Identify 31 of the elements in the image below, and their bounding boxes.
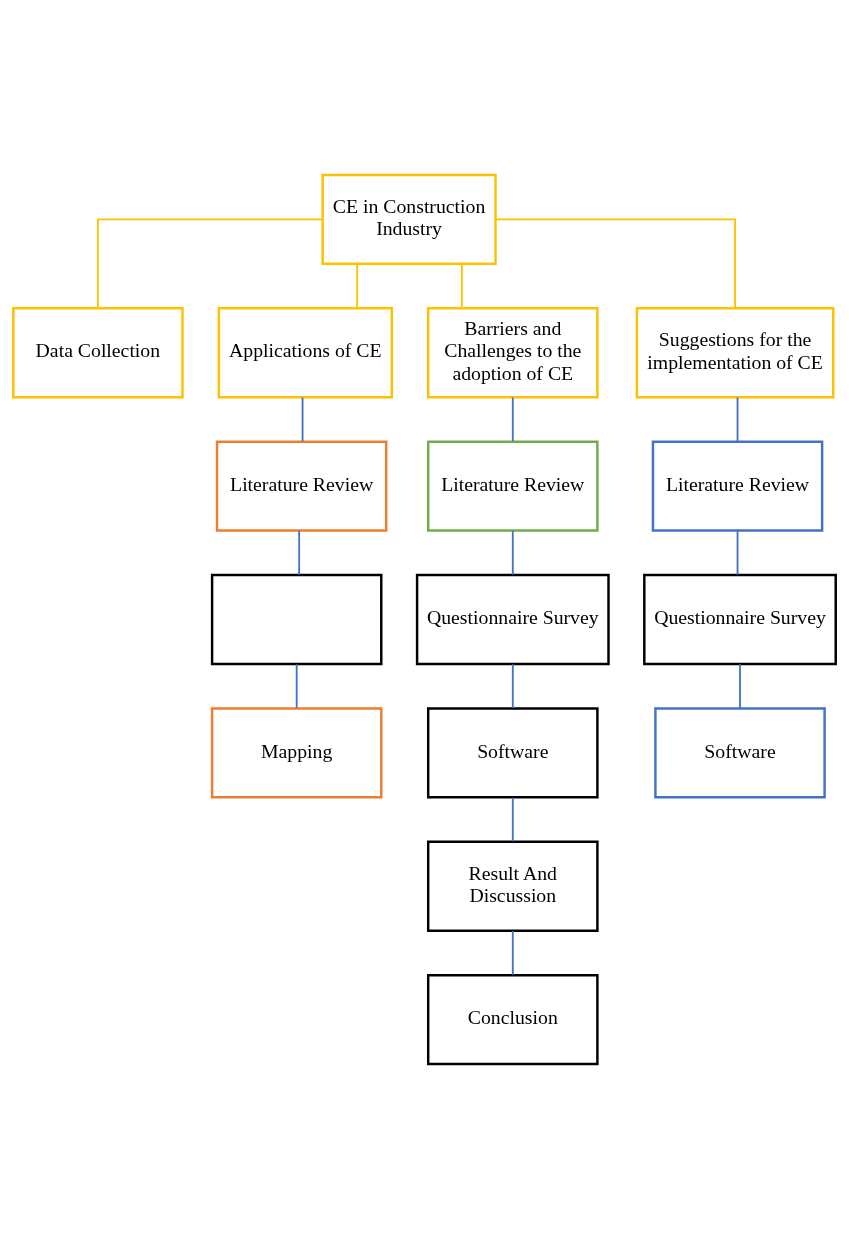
connector <box>494 217 736 309</box>
node-box: CE in Construction Industry <box>321 173 497 265</box>
connector <box>298 529 301 576</box>
connector <box>736 529 739 576</box>
node-box: Barriers and Challenges to the adoption of CE <box>426 306 599 398</box>
connector <box>356 262 359 309</box>
connector <box>295 662 298 709</box>
connector <box>511 796 514 842</box>
node-box: Literature Review <box>426 439 599 532</box>
node-box: Software <box>426 706 599 799</box>
node-box: Questionnaire Survey <box>415 573 610 665</box>
node-box: Suggestions for the implementation of CE <box>635 306 835 398</box>
node-box: Mapping <box>210 706 383 799</box>
node-box: Software <box>654 706 826 799</box>
node-box: Data Collection <box>12 306 184 398</box>
node-box: Result And Discussion <box>426 840 599 932</box>
node-box <box>210 573 383 665</box>
node-box: Questionnaire Survey <box>643 573 837 665</box>
node-box: Literature Review <box>215 439 388 532</box>
node-box: Applications of CE <box>217 306 393 398</box>
connector <box>511 396 514 442</box>
connector <box>96 217 324 309</box>
node-box: Literature Review <box>651 439 824 532</box>
connector <box>511 529 514 576</box>
connector <box>301 396 304 442</box>
connector <box>511 662 514 709</box>
connector <box>736 396 739 442</box>
node-box: Conclusion <box>426 973 599 1065</box>
connector <box>739 662 741 709</box>
connector <box>511 929 514 976</box>
connector <box>460 262 463 309</box>
